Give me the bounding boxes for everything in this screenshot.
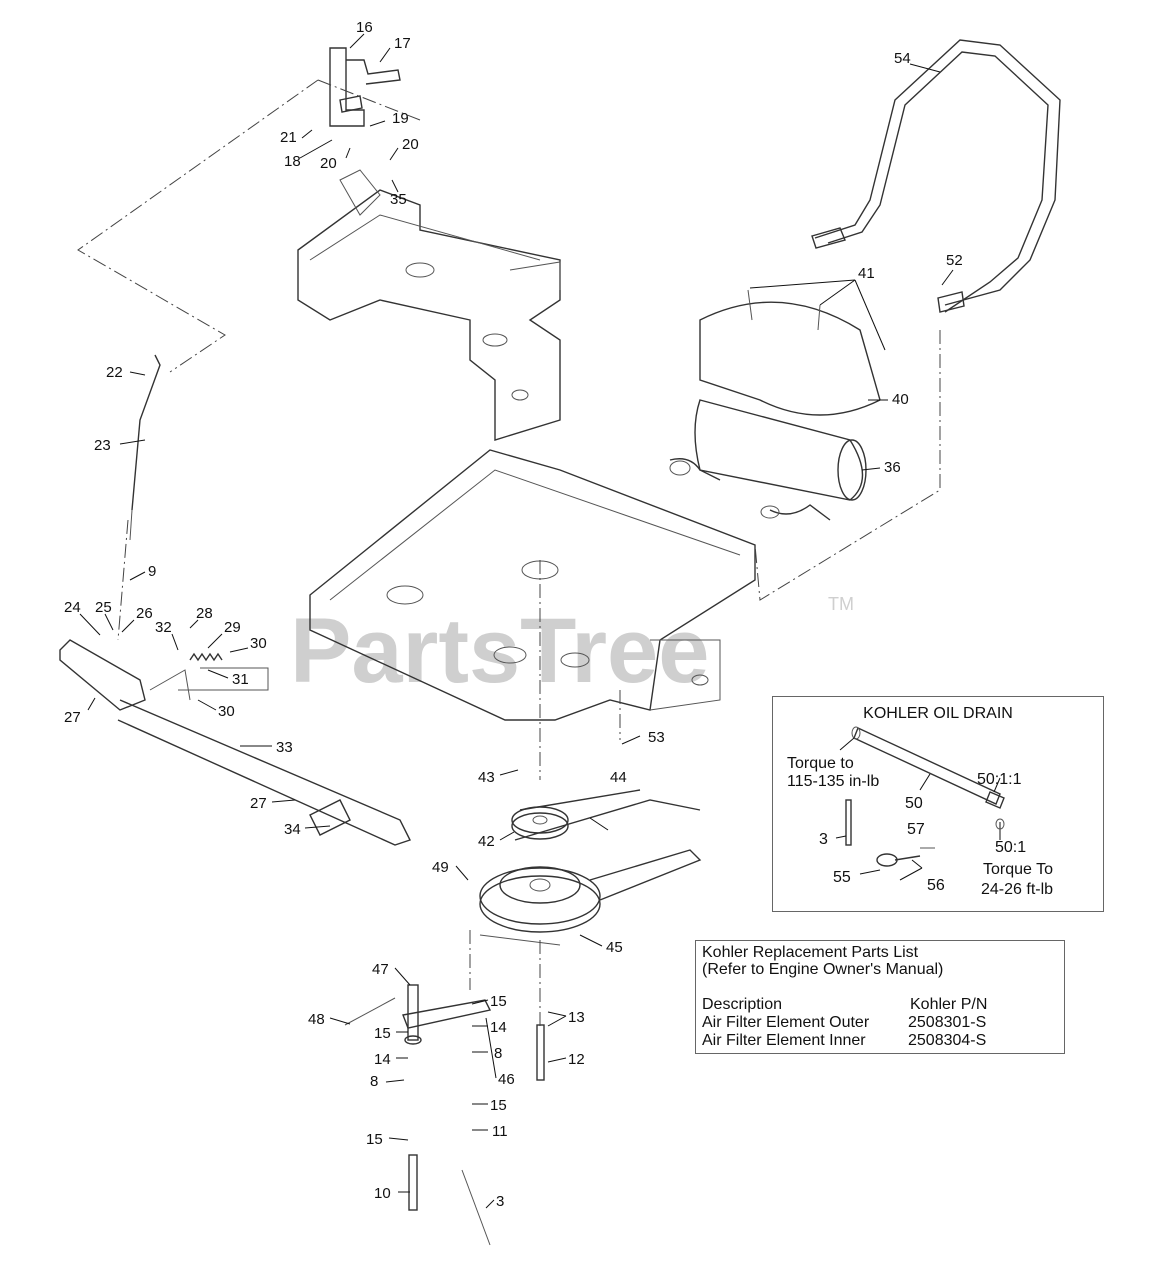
upper-frame xyxy=(297,169,561,441)
control-rod xyxy=(117,354,161,641)
callout: 18 xyxy=(284,153,301,170)
callout: 8 xyxy=(370,1073,378,1090)
callout: 44 xyxy=(610,769,627,786)
callout: 35 xyxy=(390,191,407,208)
callout: 20 xyxy=(320,155,337,172)
oil-drain-panel: KOHLER OIL DRAIN Torque to 115-135 in-lb… xyxy=(772,696,1104,912)
callout: 48 xyxy=(308,1011,325,1028)
torque-note-2: Torque To xyxy=(983,861,1053,878)
callout: 27 xyxy=(64,709,81,726)
callout: 43 xyxy=(478,769,495,786)
parts-row-description: Air Filter Element Inner xyxy=(702,1032,866,1049)
callout: 3 xyxy=(496,1193,504,1210)
callout: 30 xyxy=(250,635,267,652)
callout: 13 xyxy=(568,1009,585,1026)
callout: 28 xyxy=(196,605,213,622)
column-header-description: Description xyxy=(702,996,783,1013)
callout: 8 xyxy=(494,1045,502,1062)
parts-row-number: 2508304-S xyxy=(908,1032,987,1049)
callout: 15 xyxy=(366,1131,383,1148)
leader-lines xyxy=(79,33,954,1209)
reference-outline-left xyxy=(77,79,319,373)
column-header-part-number: Kohler P/N xyxy=(910,996,988,1013)
spring xyxy=(189,652,223,662)
control-lever-bracket xyxy=(329,47,401,127)
watermark-tm: TM xyxy=(828,594,854,614)
callout: 54 xyxy=(894,50,911,67)
label-55: 55 xyxy=(833,869,851,886)
parts-row-description: Air Filter Element Outer xyxy=(702,1014,870,1031)
parts-list-subtitle: (Refer to Engine Owner's Manual) xyxy=(702,961,944,978)
oil-drain-title: KOHLER OIL DRAIN xyxy=(863,705,1013,722)
callout: 53 xyxy=(648,729,665,746)
torque-note-2-value: 24-26 ft-lb xyxy=(981,881,1054,898)
callout: 52 xyxy=(946,252,963,269)
callout: 11 xyxy=(492,1123,508,1140)
callout: 15 xyxy=(374,1025,391,1042)
callouts: 16 17 19 21 18 20 20 35 54 41 52 40 36 2… xyxy=(64,19,963,1210)
idler-hardware xyxy=(344,930,545,1246)
callout: 12 xyxy=(568,1051,585,1068)
reference-outline-right xyxy=(754,330,941,601)
callout: 46 xyxy=(498,1071,515,1088)
callout: 42 xyxy=(478,833,495,850)
callout: 24 xyxy=(64,599,81,616)
torque-note-1-value: 115-135 in-lb xyxy=(787,773,880,790)
callout: 47 xyxy=(372,961,389,978)
callout: 17 xyxy=(394,35,411,52)
callout: 21 xyxy=(280,129,297,146)
callout: 40 xyxy=(892,391,909,408)
torque-note-1: Torque to xyxy=(787,755,854,772)
callout: 9 xyxy=(148,563,156,580)
label-3: 3 xyxy=(819,831,828,848)
callout: 10 xyxy=(374,1185,391,1202)
muffler-assembly xyxy=(669,289,881,521)
parts-list-title: Kohler Replacement Parts List xyxy=(702,944,919,961)
callout: 15 xyxy=(490,1097,507,1114)
callout: 14 xyxy=(490,1019,507,1036)
callout: 41 xyxy=(858,265,875,282)
label-50: 50 xyxy=(905,795,923,812)
pivot-shaft xyxy=(59,639,411,846)
callout: 20 xyxy=(402,136,419,153)
callout: 49 xyxy=(432,859,449,876)
callout: 22 xyxy=(106,364,123,381)
callout: 14 xyxy=(374,1051,391,1068)
callout: 19 xyxy=(392,110,409,127)
callout: 33 xyxy=(276,739,293,756)
label-50-1: 50:1 xyxy=(995,839,1027,856)
parts-row-number: 2508301-S xyxy=(908,1014,987,1031)
callout: 34 xyxy=(284,821,301,838)
roll-bar-handle xyxy=(811,39,1061,313)
callout: 32 xyxy=(155,619,172,636)
replacement-parts-list: Kohler Replacement Parts List (Refer to … xyxy=(695,940,1065,1054)
callout: 36 xyxy=(884,459,901,476)
callout: 45 xyxy=(606,939,623,956)
callout: 30 xyxy=(218,703,235,720)
callout: 26 xyxy=(136,605,153,622)
callout: 15 xyxy=(490,993,507,1010)
watermark: PartsTree xyxy=(290,600,709,702)
label-50-1-1: 50:1:1 xyxy=(977,771,1022,788)
label-57: 57 xyxy=(907,821,925,838)
callout: 23 xyxy=(94,437,111,454)
callout: 27 xyxy=(250,795,267,812)
callout: 25 xyxy=(95,599,112,616)
callout: 16 xyxy=(356,19,373,36)
drive-pulleys xyxy=(479,789,702,946)
callout: 29 xyxy=(224,619,241,636)
callout: 31 xyxy=(232,671,249,688)
label-56: 56 xyxy=(927,877,945,894)
oil-drain-drawing xyxy=(835,726,1005,881)
